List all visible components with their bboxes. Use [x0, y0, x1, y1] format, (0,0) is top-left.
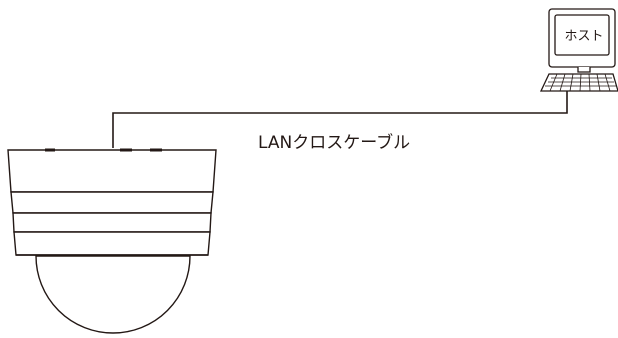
dome-camera-icon [7, 148, 217, 334]
host-label: ホスト [564, 29, 604, 44]
lan-cable-line [112, 90, 568, 148]
host-computer-icon [539, 8, 618, 92]
cable-label: LANクロスケーブル [258, 133, 411, 153]
